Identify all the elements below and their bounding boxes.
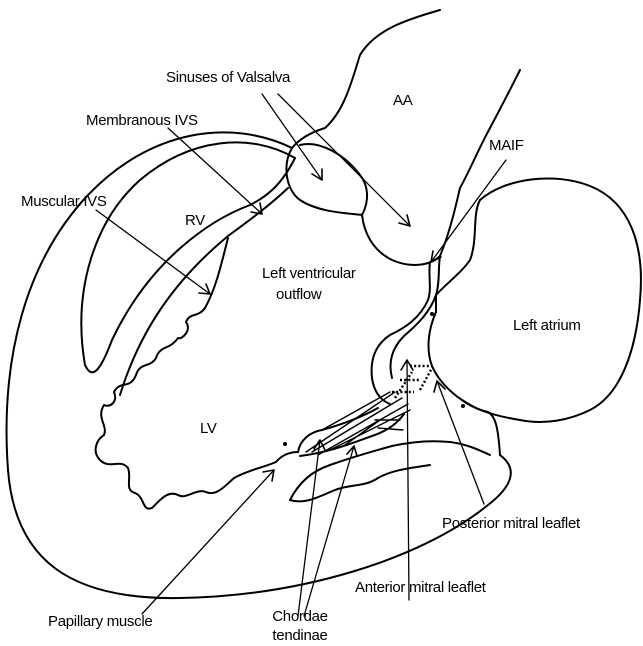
lvot-wall [372, 262, 430, 404]
label-anterior-mitral-leaflet: Anterior mitral leaflet [355, 579, 487, 596]
dot-lvot [430, 312, 434, 316]
pointer-maif [431, 160, 506, 262]
label-posterior-mitral-leaflet: Posterior mitral leaflet [442, 515, 581, 532]
label-chordae-line1: Chordae [272, 608, 327, 625]
pointer-posterior-mitral-leaflet [434, 381, 484, 504]
label-lvot-line2: outflow [276, 286, 322, 303]
label-lv: LV [200, 420, 217, 437]
pointer-anterior-mitral-leaflet [401, 360, 413, 600]
label-membranous-ivs: Membranous IVS [86, 112, 198, 129]
label-muscular-ivs: Muscular IVS [21, 193, 107, 210]
lower-trabecular-band [290, 441, 490, 501]
label-maif: MAIF [489, 137, 524, 154]
ascending-aorta-left-wall [292, 10, 440, 148]
label-papillary-muscle: Papillary muscle [48, 613, 152, 630]
label-sinuses-of-valsalva: Sinuses of Valsalva [166, 69, 291, 86]
pointer-chordae-right [304, 446, 357, 616]
label-left-atrium: Left atrium [513, 317, 581, 334]
dot-lv [283, 442, 287, 446]
pointer-sinuses-left [262, 94, 322, 180]
mitral-annulus-dash-diagonal [395, 368, 432, 398]
label-chordae-line2: tendinae [272, 627, 327, 644]
pointer-membranous-ivs [168, 128, 262, 214]
mitral-annulus-dashes [392, 366, 432, 392]
label-rv: RV [185, 212, 205, 229]
label-aa: AA [393, 92, 413, 109]
rv-cavity [81, 142, 295, 372]
label-lvot-line1: Left ventricular [262, 265, 356, 282]
dot-annulus [461, 404, 465, 408]
pointer-sinuses-right [278, 94, 410, 226]
left-atrium-outline [429, 178, 641, 421]
